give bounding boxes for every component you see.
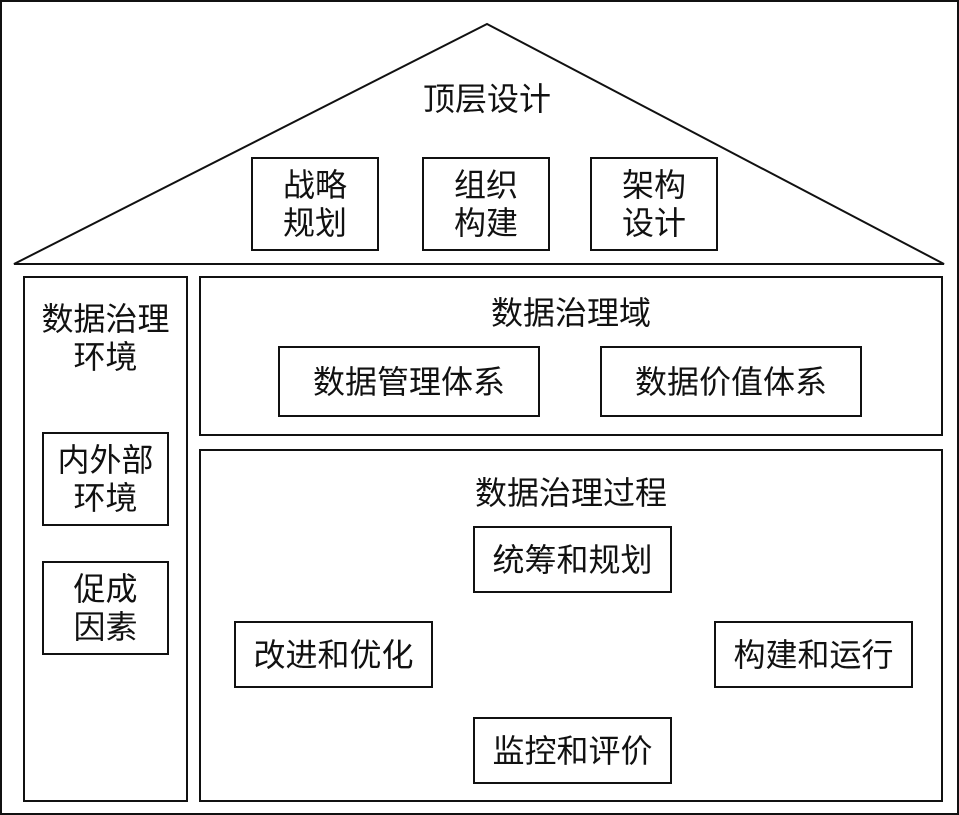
roof-item-organization: 组织 构建 bbox=[422, 157, 550, 251]
roof-item-strategy-line2: 规划 bbox=[282, 204, 347, 242]
environment-item-enablers-line1: 促成 bbox=[73, 570, 138, 608]
roof-triangle bbox=[13, 22, 945, 265]
process-title: 数据治理过程 bbox=[474, 474, 667, 512]
roof-title: 顶层设计 bbox=[422, 80, 551, 118]
environment-item-internal-external: 内外部 环境 bbox=[42, 432, 169, 526]
environment-title-line2: 环境 bbox=[73, 338, 138, 376]
environment-title-line1: 数据治理 bbox=[41, 300, 170, 338]
domain-item-value-system: 数据价值体系 bbox=[600, 346, 862, 417]
roof-item-architecture: 架构 设计 bbox=[590, 157, 718, 251]
process-step-monitor: 监控和评价 bbox=[473, 717, 672, 784]
roof-item-organization-line2: 构建 bbox=[453, 204, 518, 242]
environment-item-internal-external-line1: 内外部 bbox=[57, 441, 154, 479]
domain-item-management-system: 数据管理体系 bbox=[278, 346, 540, 417]
roof-item-strategy-line1: 战略 bbox=[282, 166, 347, 204]
environment-item-enablers-line2: 因素 bbox=[73, 608, 138, 646]
environment-item-internal-external-line2: 环境 bbox=[73, 479, 138, 517]
roof-item-architecture-line1: 架构 bbox=[621, 166, 686, 204]
process-step-plan: 统筹和规划 bbox=[473, 526, 672, 593]
environment-panel: 数据治理 环境 bbox=[23, 276, 188, 802]
domain-title: 数据治理域 bbox=[490, 294, 651, 332]
process-step-build: 构建和运行 bbox=[714, 621, 913, 688]
roof-item-strategy: 战略 规划 bbox=[251, 157, 379, 251]
roof-item-architecture-line2: 设计 bbox=[621, 204, 686, 242]
process-step-improve: 改进和优化 bbox=[234, 621, 433, 688]
roof-item-organization-line1: 组织 bbox=[453, 166, 518, 204]
environment-item-enablers: 促成 因素 bbox=[42, 561, 169, 655]
